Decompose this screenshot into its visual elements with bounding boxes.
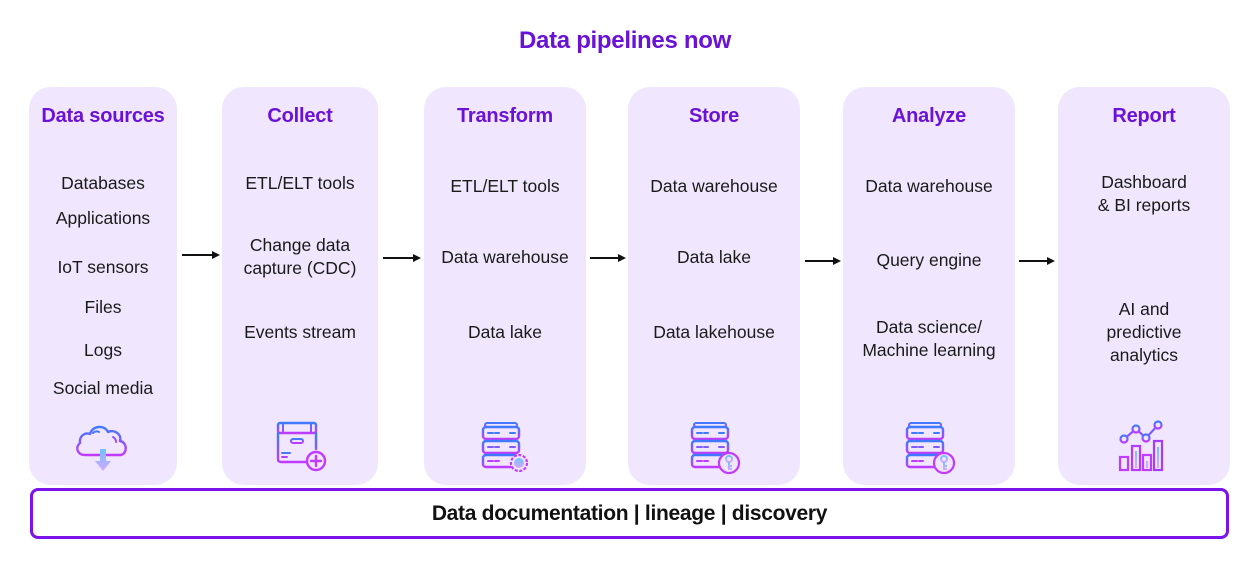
flow-arrow [590,253,626,263]
stage-title: Store [688,105,740,127]
flow-arrow [383,253,421,263]
stage-item: Events stream [244,322,356,342]
stage-item: Data warehouse [865,176,993,196]
server-key-icon [690,422,741,475]
flow-arrow [1019,256,1055,266]
stage-item: Data science/ Machine learning [862,317,996,360]
stage-title: Data sources [41,105,165,127]
stage-item: AI and predictive analytics [1106,299,1182,365]
stage-item: ETL/ELT tools [450,176,560,196]
footer-banner: Data documentation | lineage | discovery [30,488,1229,539]
analytics-chart-icon [1118,420,1164,472]
cloud-download-icon [76,425,127,471]
flow-arrow [805,256,841,266]
stage-title: Collect [267,105,333,127]
stage-item: Dashboard & BI reports [1097,172,1191,215]
stage-item: Data lakehouse [653,322,775,342]
server-gear-icon [481,422,529,473]
diagram-title: Data pipelines now [519,27,731,54]
stage-item: ETL/ELT tools [245,173,355,193]
server-key-icon [905,422,956,475]
stage-title: Transform [456,105,553,127]
stage-item: Social media [52,378,154,398]
footer-label: Data documentation | lineage | discovery [431,501,828,525]
stage-title: Report [1112,105,1176,127]
stage-item: Data lake [677,247,751,267]
stage-title: Analyze [891,105,967,127]
stage-item: Change data capture (CDC) [243,235,357,278]
stage-item: IoT sensors [57,257,149,277]
stage-item: Data warehouse [650,176,778,196]
stage-analyze: Analyze Data warehouse Query engine Data… [843,87,1015,485]
stage-item: Applications [55,208,151,228]
stage-item: Logs [84,340,122,360]
stage-item: Query engine [876,250,982,270]
stage-transform: Transform ETL/ELT tools Data warehouse D… [424,87,586,485]
flow-arrow [182,250,220,260]
stage-data-sources: Data sources Databases Applications IoT … [29,87,177,485]
stage-report: Report Dashboard & BI reports AI and pre… [1058,87,1230,485]
stage-item: Files [84,297,122,317]
stage-collect: Collect ETL/ELT tools Change data captur… [222,87,378,485]
box-add-icon [276,421,327,472]
stage-store: Store Data warehouse Data lake Data lake… [628,87,800,485]
stage-item: Databases [61,173,145,193]
stage-item: Data warehouse [441,247,569,267]
stage-item: Data lake [468,322,542,342]
